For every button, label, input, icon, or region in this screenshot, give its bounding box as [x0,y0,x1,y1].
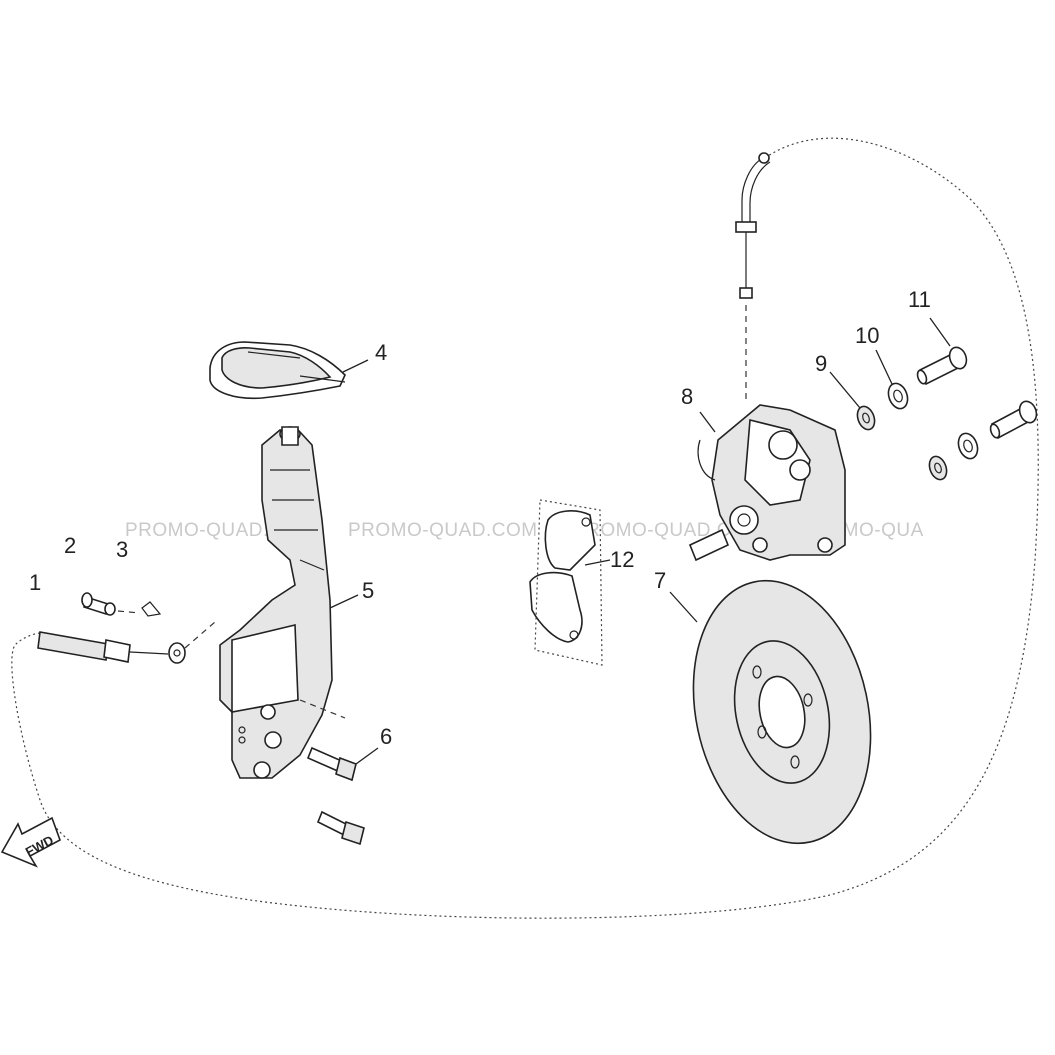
part-3-clip [141,601,162,617]
callout-3: 3 [116,537,128,562]
part-4-pedal-pad [209,341,369,400]
callout-1: 1 [29,570,41,595]
part-9-washers [829,371,948,481]
watermark-2: PROMO-QUAD.COM [348,520,538,541]
part-7-brake-disc [669,579,872,845]
callout-8: 8 [681,384,693,409]
callout-6: 6 [380,724,392,749]
callout-11: 11 [908,287,931,312]
callout-7: 7 [654,568,666,593]
callout-4: 4 [375,340,387,365]
part-10-washers [875,349,979,460]
callout-2: 2 [64,533,76,558]
part-8-caliper [688,152,846,562]
part-6-bolts [306,746,379,846]
part-2-pin [81,592,141,616]
part-5-pedal-arm [219,426,359,779]
callout-10: 10 [855,323,879,348]
boundary-dotted-outline [11,137,1039,919]
fwd-direction-arrow: FWD [0,816,61,868]
callout-12: 12 [610,547,634,572]
callout-9: 9 [815,351,827,376]
part-12-brake-pads [529,499,611,666]
callout-5: 5 [362,578,374,603]
part-11-bolts [916,317,1038,440]
part-1-brake-cable [37,621,216,664]
